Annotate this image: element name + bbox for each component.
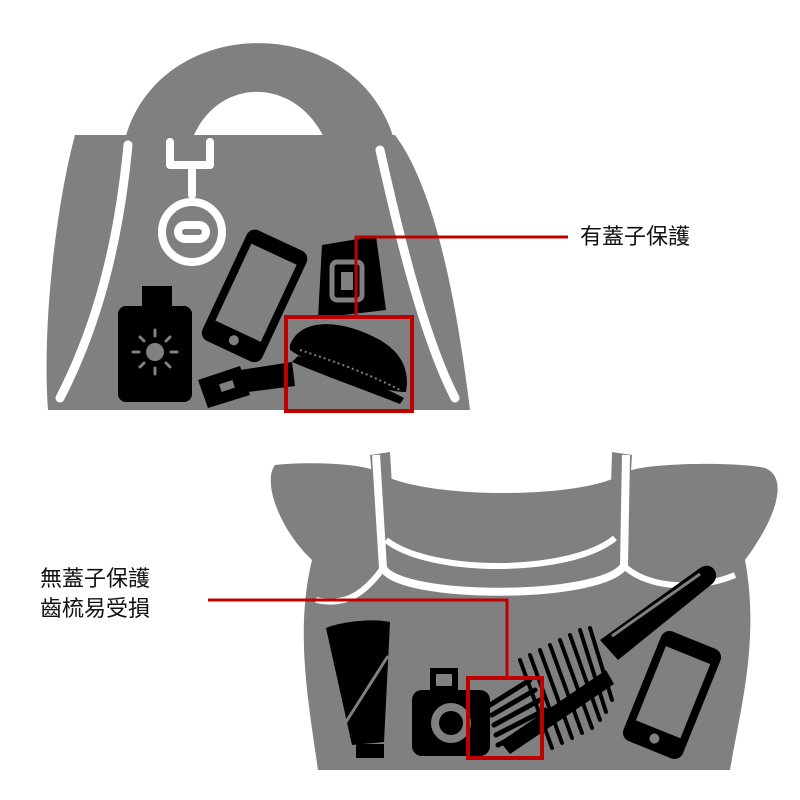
sunscreen-icon xyxy=(118,286,192,402)
top-bag-right-piping xyxy=(375,145,460,403)
bottom-callout-leader xyxy=(208,598,509,678)
phone-icon xyxy=(622,631,722,759)
bottom-highlight-box xyxy=(466,676,544,760)
camera-icon xyxy=(412,668,490,756)
uncovered-callout-line-2: 齒梳易受損 xyxy=(40,597,151,622)
keychain-icon xyxy=(158,138,226,266)
top-bag-left-piping xyxy=(55,140,133,403)
uncovered-callout-line-1: 無蓋子保護 xyxy=(40,567,151,592)
tube-icon xyxy=(326,620,390,758)
brush-icon xyxy=(518,565,717,750)
top-callout-leader xyxy=(354,235,568,317)
covered-callout-label: 有蓋子保護 xyxy=(580,225,691,250)
bottom-bag-handle-piping xyxy=(372,454,630,596)
phone-icon xyxy=(201,229,308,363)
top-bag xyxy=(46,43,568,413)
bottom-bag-handle-inner-piping xyxy=(384,535,617,569)
uncovered-callout-label: 無蓋子保護 齒梳易受損 xyxy=(40,565,150,625)
top-highlight-box xyxy=(284,315,414,413)
covered-comb-icon xyxy=(290,324,407,404)
wet-wipes-icon xyxy=(318,236,386,318)
bottom-bag-right-piping xyxy=(621,563,737,589)
nail-polish-icon xyxy=(198,362,295,408)
bottom-bag xyxy=(208,452,778,770)
bottom-bag-body xyxy=(270,463,778,770)
